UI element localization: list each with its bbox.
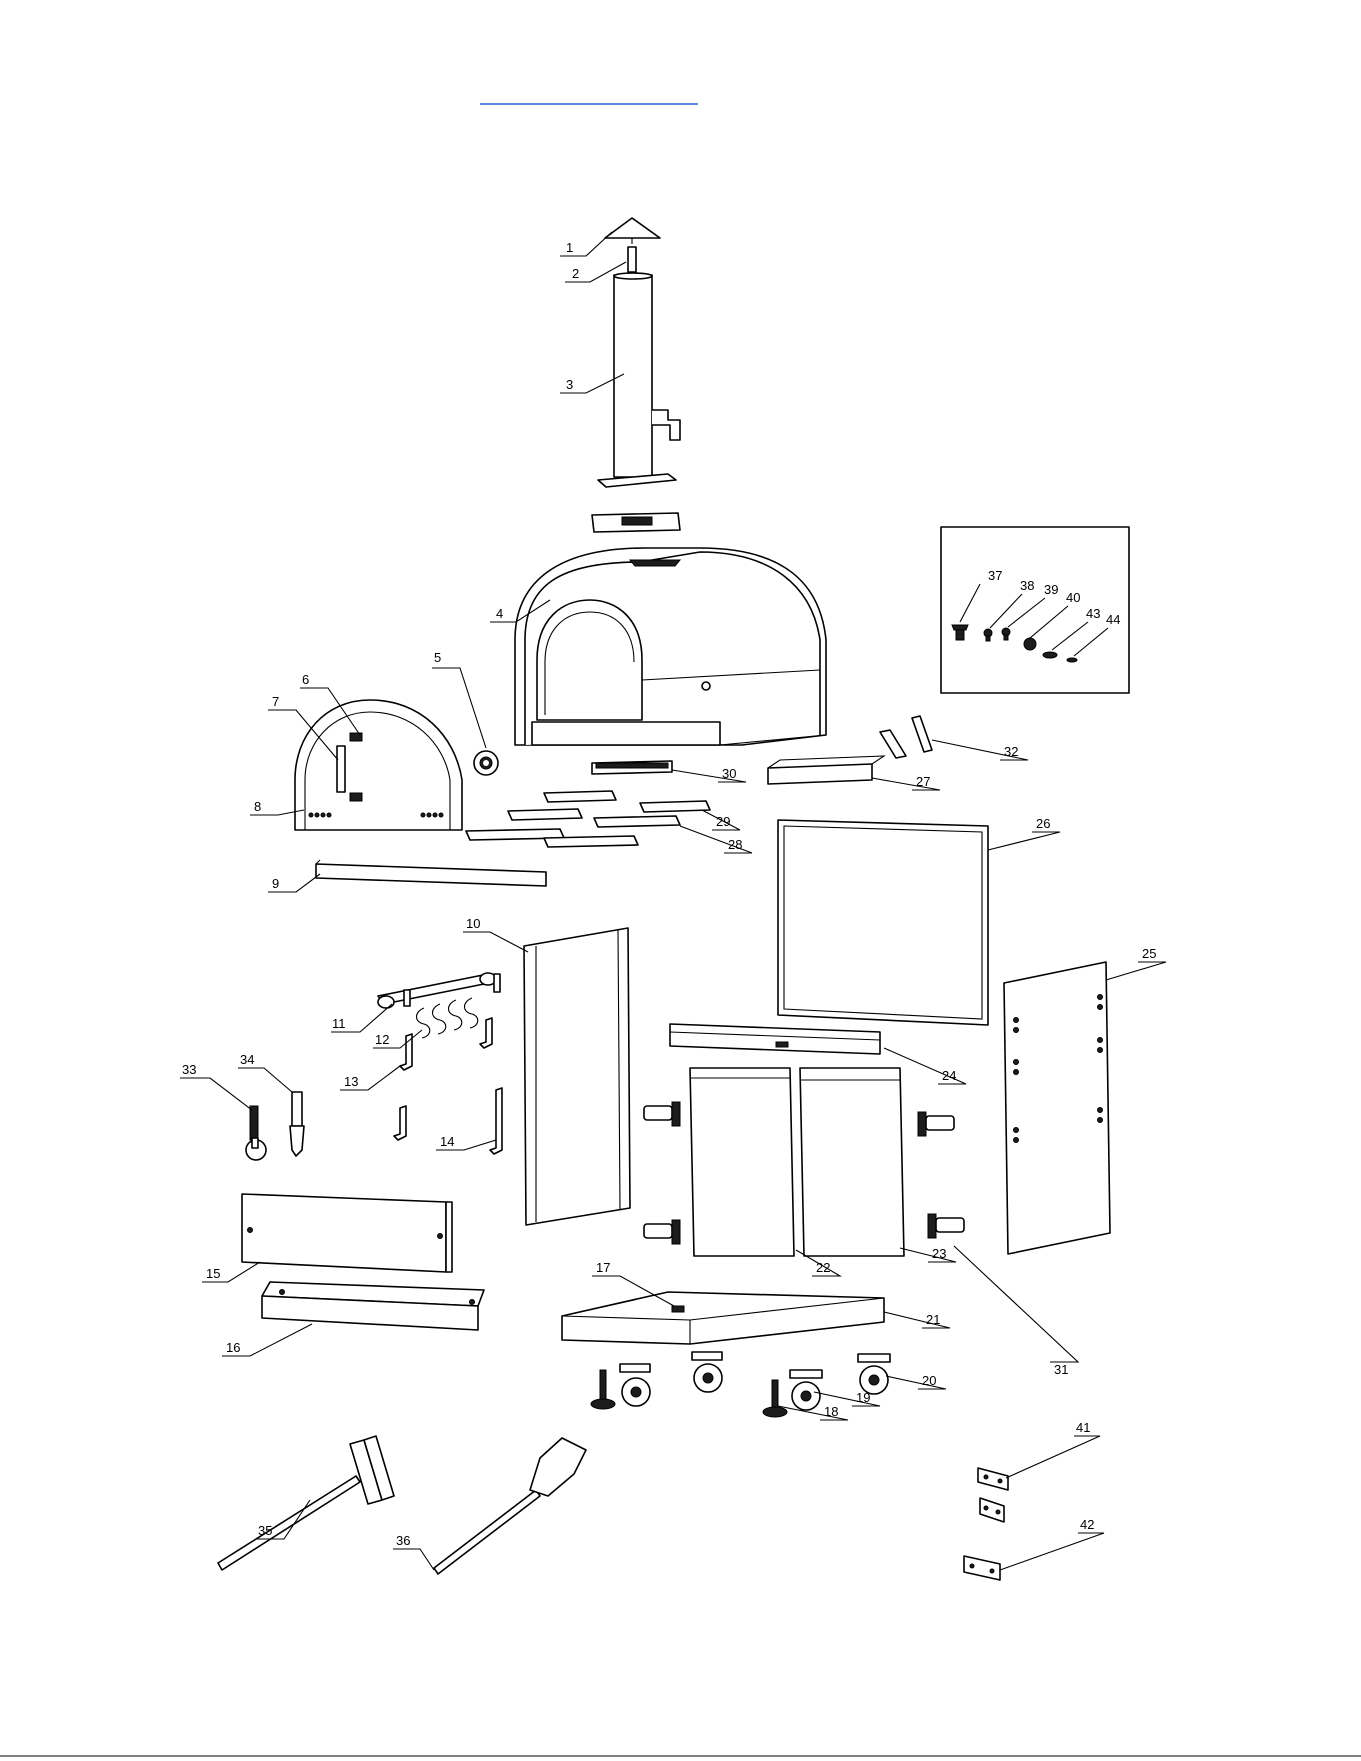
front-shelf [262,1282,484,1330]
part-label: 12 [375,1032,389,1047]
floor-stones [466,791,710,847]
part-label: 4 [496,606,503,621]
part-label: 24 [942,1068,956,1083]
towel-bar [378,973,500,1008]
hinge-icon [918,1112,954,1136]
thermometer [474,751,498,775]
part-label: 17 [596,1260,610,1275]
part-label: 39 [1044,582,1058,597]
part-label: 40 [1066,590,1080,605]
fire-stone-tray [592,761,672,774]
cabinet-door-left [690,1068,794,1256]
part-label: 21 [926,1312,940,1327]
cabinet-door-right [800,1068,904,1256]
part-label: 37 [988,568,1002,583]
part-label: 34 [240,1052,254,1067]
part-label: 32 [1004,744,1018,759]
part-label: 1 [566,240,573,255]
pizza-server [290,1092,304,1156]
part-label: 8 [254,799,261,814]
part-label: 31 [1054,1362,1068,1377]
part-label: 9 [272,876,279,891]
oven-door [295,700,462,830]
front-rail [316,860,546,886]
part-label: 29 [716,814,730,829]
mounting-plate [964,1556,1000,1580]
part-label: 43 [1086,606,1100,621]
part-label: 42 [1080,1517,1094,1532]
part-label: 15 [206,1266,220,1281]
chimney-cap [605,218,660,244]
part-label: 33 [182,1062,196,1077]
part-label: 18 [824,1404,838,1419]
cabinet-base [562,1292,884,1344]
part-label: 30 [722,766,736,781]
part-label: 2 [572,266,579,281]
part-label: 27 [916,774,930,789]
part-label: 23 [932,1246,946,1261]
chimney-pipe [598,273,680,487]
caster-wheel [620,1364,650,1406]
front-panel [242,1194,452,1272]
caster-wheel [790,1370,822,1410]
part-label: 36 [396,1533,410,1548]
leveling-foot [591,1370,615,1409]
mounting-plate [978,1468,1008,1490]
part-label: 38 [1020,578,1034,593]
part-label: 41 [1076,1420,1090,1435]
ash-tray [768,756,884,784]
caster-wheel [858,1354,890,1394]
s-hooks [417,998,478,1038]
part-label: 7 [272,694,279,709]
nut-icon [1024,638,1036,650]
right-side-panel [1004,962,1110,1254]
left-side-panel [524,928,630,1225]
caster-wheel [692,1352,722,1392]
back-panel [778,820,988,1025]
part-label: 22 [816,1260,830,1275]
part-label: 11 [332,1016,346,1031]
door-brackets [880,716,932,758]
pizza-peel [434,1438,586,1574]
part-label: 14 [440,1134,454,1149]
part-label: 6 [302,672,309,687]
part-label: 28 [728,837,742,852]
chimney-base-plate [592,513,680,532]
oven-brush [218,1436,394,1570]
oven-dome [515,548,826,745]
part-label: 5 [434,650,441,665]
pizza-cutter [246,1106,266,1160]
part-label: 13 [344,1074,358,1089]
part-label: 16 [226,1340,240,1355]
hardware-box [941,527,1129,693]
hinge-icon [644,1102,680,1126]
leveling-foot [763,1380,787,1417]
part-label: 10 [466,916,480,931]
small-washer-icon [1067,658,1077,662]
washer-icon [1043,652,1057,658]
cabinet-top-rail [670,1024,880,1054]
part-label: 25 [1142,946,1156,961]
chimney-rod [628,247,636,272]
part-label: 44 [1106,612,1120,627]
hinge-icon [644,1220,680,1244]
part-label: 20 [922,1373,936,1388]
part-label: 35 [258,1523,272,1538]
part-label: 3 [566,377,573,392]
mounting-plate [980,1498,1004,1522]
part-label: 26 [1036,816,1050,831]
hinge-icon [928,1214,964,1238]
part-label: 19 [856,1390,870,1405]
